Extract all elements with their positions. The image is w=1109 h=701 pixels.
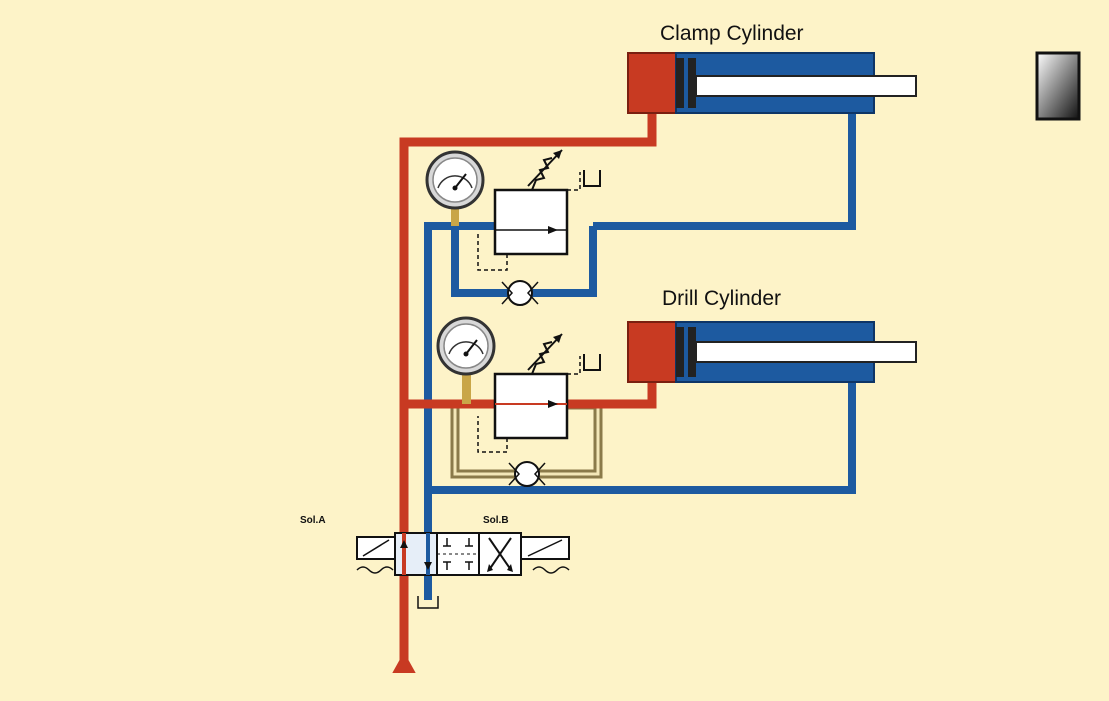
drill-valve-body xyxy=(493,372,569,440)
drill-cylinder xyxy=(627,321,917,383)
drill-pressure-line xyxy=(404,382,657,409)
spring-icon xyxy=(356,566,394,574)
pressure-lines xyxy=(399,112,657,660)
tank-icon xyxy=(583,170,601,187)
pump-icon xyxy=(392,651,416,673)
clamp-cylinder-label: Clamp Cylinder xyxy=(660,22,804,45)
drill-return-line xyxy=(428,382,856,494)
clamp-return-line xyxy=(593,112,856,230)
pressure-gauge-icon xyxy=(425,150,485,210)
clamp-sequence-loop xyxy=(451,222,597,297)
clamp-sequence-valve xyxy=(425,149,601,306)
drill-cylinder-label: Drill Cylinder xyxy=(662,287,781,310)
tank-icon xyxy=(417,596,439,609)
tank-icon xyxy=(583,354,601,371)
main-return-line xyxy=(424,222,455,600)
check-valve-icon xyxy=(514,461,540,487)
valve-envelope-1 xyxy=(394,532,438,576)
clamp-cap-end xyxy=(627,52,677,114)
clamp-cylinder xyxy=(627,52,917,114)
spring-icon xyxy=(532,566,570,574)
directional-control-valve xyxy=(356,532,570,576)
pressure-gauge-icon xyxy=(436,316,496,376)
drill-sequence-valve xyxy=(436,316,601,487)
clamp-valve-body xyxy=(493,188,569,256)
spring-icon xyxy=(531,341,553,375)
solenoid-a-label: Sol.A xyxy=(300,515,326,526)
check-valve-icon xyxy=(507,280,533,306)
clamp-piston-rod xyxy=(695,75,917,97)
drill-cap-end xyxy=(627,321,677,383)
spring-icon xyxy=(531,157,553,191)
drill-piston-rod xyxy=(695,341,917,363)
indicator-block-icon xyxy=(1035,51,1081,121)
return-lines xyxy=(424,112,856,600)
solenoid-b-label: Sol.B xyxy=(483,515,509,526)
